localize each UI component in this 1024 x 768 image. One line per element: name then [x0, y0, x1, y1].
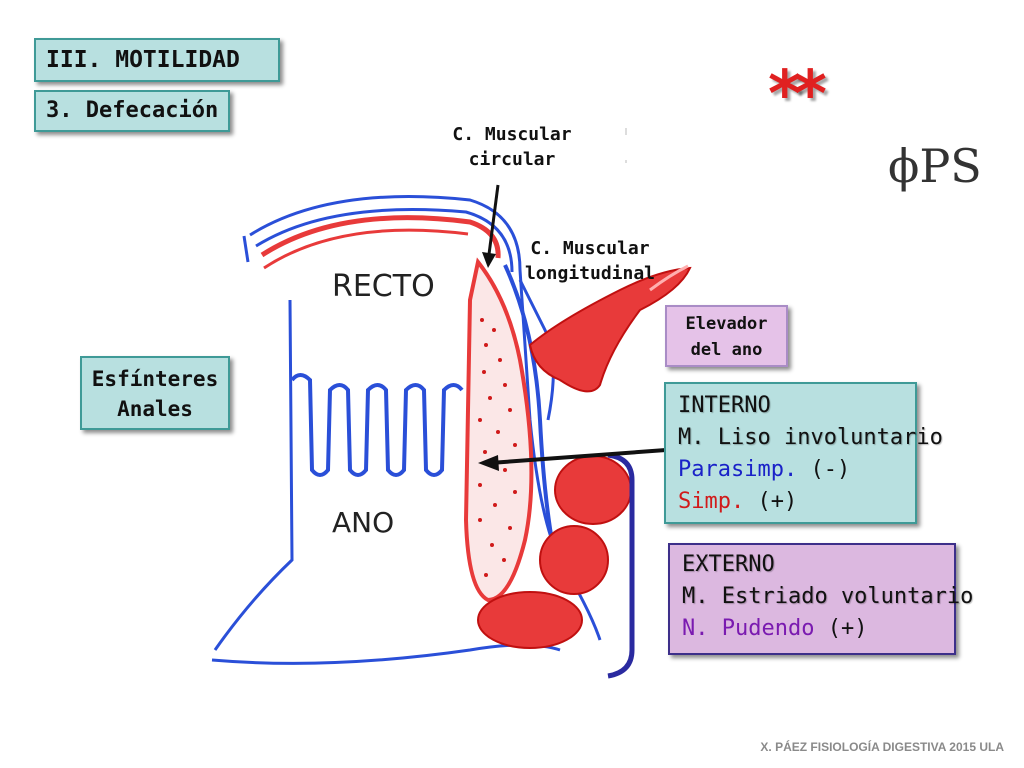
parasympathetic-name: Parasimp. [678, 457, 798, 482]
external-title: EXTERNO [682, 552, 775, 577]
subsection-title: 3. Defecación [34, 90, 230, 132]
levator-label: Elevador del ano [665, 305, 788, 367]
longitudinal-muscle-label: C. Muscular longitudinal [510, 236, 670, 286]
mucosal-folds [290, 373, 464, 477]
ano-label: ANO [332, 506, 394, 539]
internal-sphincter-arrow [478, 448, 667, 471]
circular-muscle-arrow [482, 184, 500, 268]
levator-line-1: Elevador [685, 314, 768, 334]
external-nerve: N. Pudendo (+) [682, 613, 942, 645]
circular-line-2: circular [468, 149, 556, 170]
section-title: III. MOTILIDAD [34, 38, 280, 82]
pudendal-nerve-name: N. Pudendo [682, 616, 815, 641]
longitudinal-line-2: longitudinal [524, 263, 656, 284]
parasympathetic-sign: (-) [810, 457, 851, 482]
external-type: M. Estriado voluntario [682, 584, 974, 609]
levator-line-2: del ano [690, 340, 763, 360]
internal-sphincter [463, 257, 534, 603]
longitudinal-line-1: C. Muscular [530, 238, 650, 259]
sphincters-line-1: Esfínteres [91, 367, 219, 391]
external-sphincter-box: EXTERNO M. Estriado voluntario N. Pudend… [668, 543, 974, 655]
internal-sphincter-box: INTERNO M. Liso involuntario Parasimp. (… [664, 382, 943, 524]
pudendal-nerve-sign: (+) [827, 616, 868, 641]
circular-muscle-arc [260, 215, 501, 259]
footer-credit: X. PÁEZ FISIOLOGÍA DIGESTIVA 2015 ULA [760, 740, 1004, 754]
internal-title: INTERNO [678, 393, 771, 418]
internal-parasympathetic: Parasimp. (-) [678, 454, 903, 486]
sphincters-title: Esfínteres Anales [80, 356, 230, 430]
internal-type: M. Liso involuntario [678, 425, 943, 450]
external-bracket [607, 452, 635, 679]
sympathetic-sign: (+) [757, 489, 798, 514]
external-sphincter [477, 455, 632, 649]
importance-stars: ** [768, 58, 827, 132]
internal-sympathetic: Simp. (+) [678, 486, 903, 518]
recto-label: RECTO [332, 269, 435, 304]
handwritten-note: ϕPS [888, 139, 982, 193]
circular-line-1: C. Muscular [452, 124, 572, 145]
levator-ani-muscle [528, 264, 692, 393]
sympathetic-name: Simp. [678, 489, 745, 514]
circular-muscle-arc-inner [263, 228, 469, 270]
circular-muscle-label: C. Muscular circular [432, 122, 592, 172]
sphincters-line-2: Anales [117, 397, 193, 421]
